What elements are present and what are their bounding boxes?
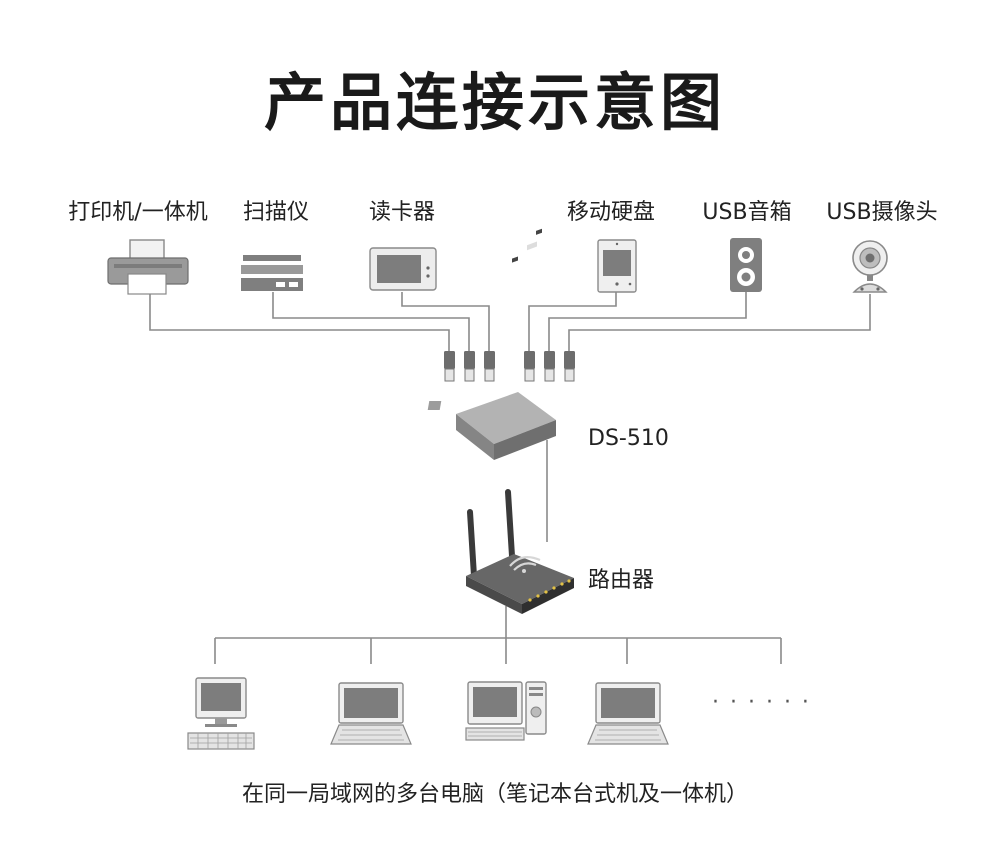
more-computers-ellipsis: · · · · · · <box>712 690 811 715</box>
printer-icon <box>107 239 189 295</box>
cable-printer <box>149 288 450 352</box>
usb-plug-icon <box>544 351 555 382</box>
label-printer: 打印机/一体机 <box>68 200 208 225</box>
scanner-icon <box>241 255 303 291</box>
label-usb-webcam: USB摄像头 <box>826 200 938 225</box>
router-icon <box>466 489 574 614</box>
cable-card-reader <box>401 292 490 352</box>
card-reader-icon <box>369 247 437 291</box>
usb-plug-icon <box>444 351 455 382</box>
label-router: 路由器 <box>588 568 655 593</box>
tower-computer-icon <box>465 681 547 741</box>
hard-drive-icon <box>597 239 637 293</box>
page-title: 产品连接示意图 <box>263 66 726 139</box>
usb-plug-icon <box>464 351 475 382</box>
label-hard-drive: 移动硬盘 <box>566 200 656 225</box>
laptop-icon <box>330 682 412 745</box>
label-ds510: DS-510 <box>588 426 669 451</box>
label-scanner: 扫描仪 <box>242 200 310 225</box>
usb-plug-icon <box>524 351 535 382</box>
label-usb-speaker: USB音箱 <box>702 200 792 225</box>
usb-cables <box>149 288 871 664</box>
cable-scanner <box>272 292 470 352</box>
usb-plugs <box>444 351 575 382</box>
speaker-icon <box>730 238 762 292</box>
label-card-reader: 读卡器 <box>368 200 436 225</box>
laptop-icon <box>587 682 669 745</box>
desktop-computer-icon <box>187 677 255 750</box>
caption: 在同一局域网的多台电脑（笔记本台式机及一体机） <box>241 782 748 807</box>
usb-plug-icon <box>564 351 575 382</box>
lan-drops <box>214 638 782 664</box>
cable-hard-drive <box>528 292 617 352</box>
ds510-device-icon <box>427 228 556 460</box>
cable-usb-speaker <box>548 292 747 352</box>
webcam-icon <box>852 240 888 293</box>
usb-plug-icon <box>484 351 495 382</box>
cable-usb-webcam <box>568 294 871 352</box>
